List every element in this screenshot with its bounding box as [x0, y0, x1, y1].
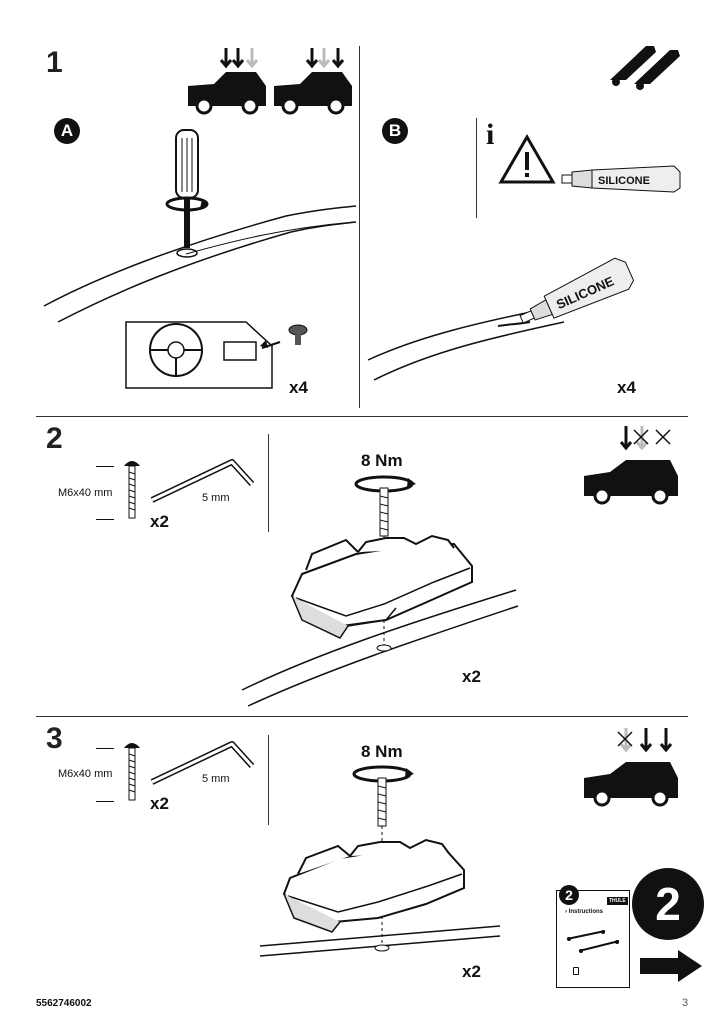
car-arrows-icon-4 [584, 728, 678, 807]
bolt-bracket-2 [96, 466, 114, 520]
parts-qty-3: x2 [150, 794, 169, 813]
hex-key-label-2: 5 mm [202, 492, 230, 504]
warning-icon [498, 134, 556, 184]
hex-key-label-3: 5 mm [202, 773, 230, 785]
divider-horizontal-1 [36, 416, 688, 417]
divider-horizontal-2 [36, 716, 688, 717]
step-number-1: 1 [46, 46, 63, 79]
bolt-label-2: M6x40 mm [58, 487, 113, 499]
step-number-3: 3 [46, 722, 63, 755]
instruction-booklet: 2 THULE › Instructions [556, 885, 630, 988]
divider-vertical-step3 [268, 735, 269, 825]
bolt-label-3: M6x40 mm [58, 768, 113, 780]
bolt-bracket-3 [96, 748, 114, 802]
bolt-icon-3 [124, 743, 140, 801]
document-code: 5562746002 [36, 998, 92, 1009]
label-b: B [382, 118, 408, 144]
silicone-application-illustration: SILICONE [367, 257, 635, 381]
screwdriver-illustration [43, 129, 357, 389]
hex-key-icon-3 [150, 741, 255, 785]
booklet-small-part [573, 967, 579, 975]
label-a: A [54, 118, 80, 144]
torque-label-3: 8 Nm [361, 742, 403, 761]
divider-vertical-step1 [359, 46, 360, 408]
hex-key-icon-2 [150, 459, 255, 503]
foot-pack-illustration-2 [241, 475, 519, 707]
parts-qty-2: x2 [150, 512, 169, 531]
car-arrows-icon-2 [274, 48, 352, 115]
step1-b-qty: x4 [617, 378, 636, 397]
divider-info [476, 118, 477, 218]
page-number: 3 [682, 997, 689, 1009]
step1-a-qty: x4 [289, 378, 308, 397]
divider-vertical-step2 [268, 434, 269, 532]
step-number-2: 2 [46, 422, 63, 455]
silicone-tube-icon: SILICONE [561, 165, 681, 193]
next-step-circle: 2 [632, 868, 704, 940]
info-icon: i [486, 118, 495, 151]
foot-qty-3: x2 [462, 962, 481, 981]
booklet-logo: THULE [607, 897, 628, 905]
roof-rails-icon [610, 46, 680, 90]
booklet-step-number: 2 [559, 885, 579, 905]
car-arrows-icon-1 [188, 48, 266, 115]
car-arrows-icon-3 [584, 426, 678, 505]
crossbars-icon [566, 930, 620, 953]
next-arrow-icon [640, 950, 702, 982]
torque-label-2: 8 Nm [361, 451, 403, 470]
silicone-label-small: SILICONE [598, 175, 650, 187]
foot-pack-illustration-3 [259, 765, 501, 957]
booklet-title: › Instructions [565, 909, 604, 915]
foot-qty-2: x2 [462, 667, 481, 686]
bolt-icon-2 [124, 461, 140, 519]
